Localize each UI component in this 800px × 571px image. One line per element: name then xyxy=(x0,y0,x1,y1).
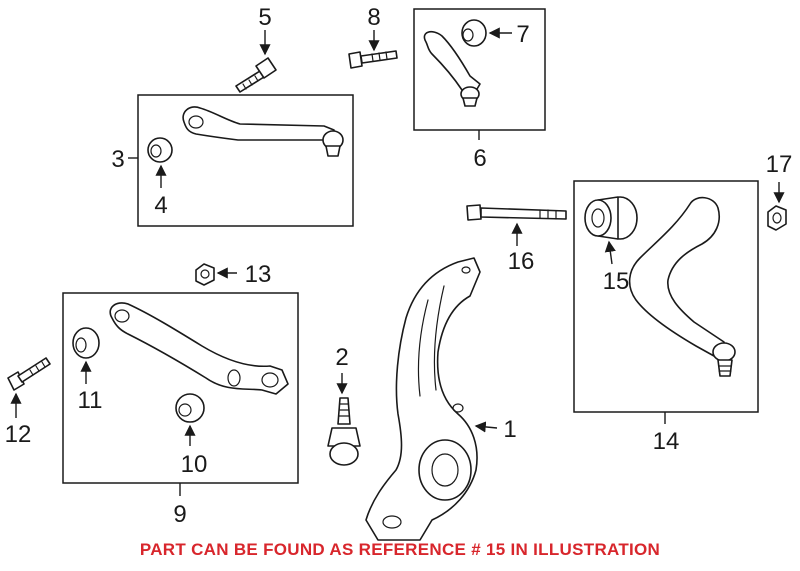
callout-6: 6 xyxy=(473,145,486,172)
callout-10: 10 xyxy=(181,451,208,478)
leader-lines xyxy=(10,27,785,496)
part-9-control-arm xyxy=(109,302,289,395)
part-17-nut xyxy=(767,205,787,231)
part-1-knuckle xyxy=(365,257,481,541)
part-15-bushing xyxy=(584,196,638,240)
part-6-upper-link xyxy=(423,30,481,107)
callout-17: 17 xyxy=(766,151,793,178)
callout-11: 11 xyxy=(78,387,103,414)
callout-12: 12 xyxy=(5,421,32,448)
callout-2: 2 xyxy=(335,344,348,371)
part-3-control-arm xyxy=(182,106,344,157)
group-box-14 xyxy=(573,180,759,413)
callout-8: 8 xyxy=(367,4,380,31)
part-2-ball-joint xyxy=(327,397,361,466)
part-7-bushing xyxy=(461,19,487,47)
part-11-bushing xyxy=(72,327,100,359)
callout-13: 13 xyxy=(245,261,272,288)
callout-3: 3 xyxy=(111,146,124,173)
part-4-bushing xyxy=(147,137,173,163)
callout-1: 1 xyxy=(503,416,516,443)
part-13-nut xyxy=(195,263,215,286)
callout-4: 4 xyxy=(154,192,167,219)
part-10-bushing xyxy=(175,393,205,423)
callout-7: 7 xyxy=(516,21,529,48)
part-8-bolt xyxy=(348,50,398,69)
group-box-3 xyxy=(137,94,354,227)
callout-14: 14 xyxy=(653,428,680,455)
callout-15: 15 xyxy=(603,268,630,295)
callout-16: 16 xyxy=(508,248,535,275)
reference-note: PART CAN BE FOUND AS REFERENCE # 15 IN I… xyxy=(139,540,661,559)
part-16-bolt xyxy=(466,204,567,221)
part-5-bolt xyxy=(235,57,277,93)
part-12-bolt xyxy=(7,357,51,391)
callout-labels: 5 8 7 6 3 4 17 16 15 13 2 1 11 12 14 10 … xyxy=(5,4,793,528)
part-14-lower-arm xyxy=(628,196,736,377)
callout-5: 5 xyxy=(258,4,271,31)
callout-9: 9 xyxy=(173,501,186,528)
